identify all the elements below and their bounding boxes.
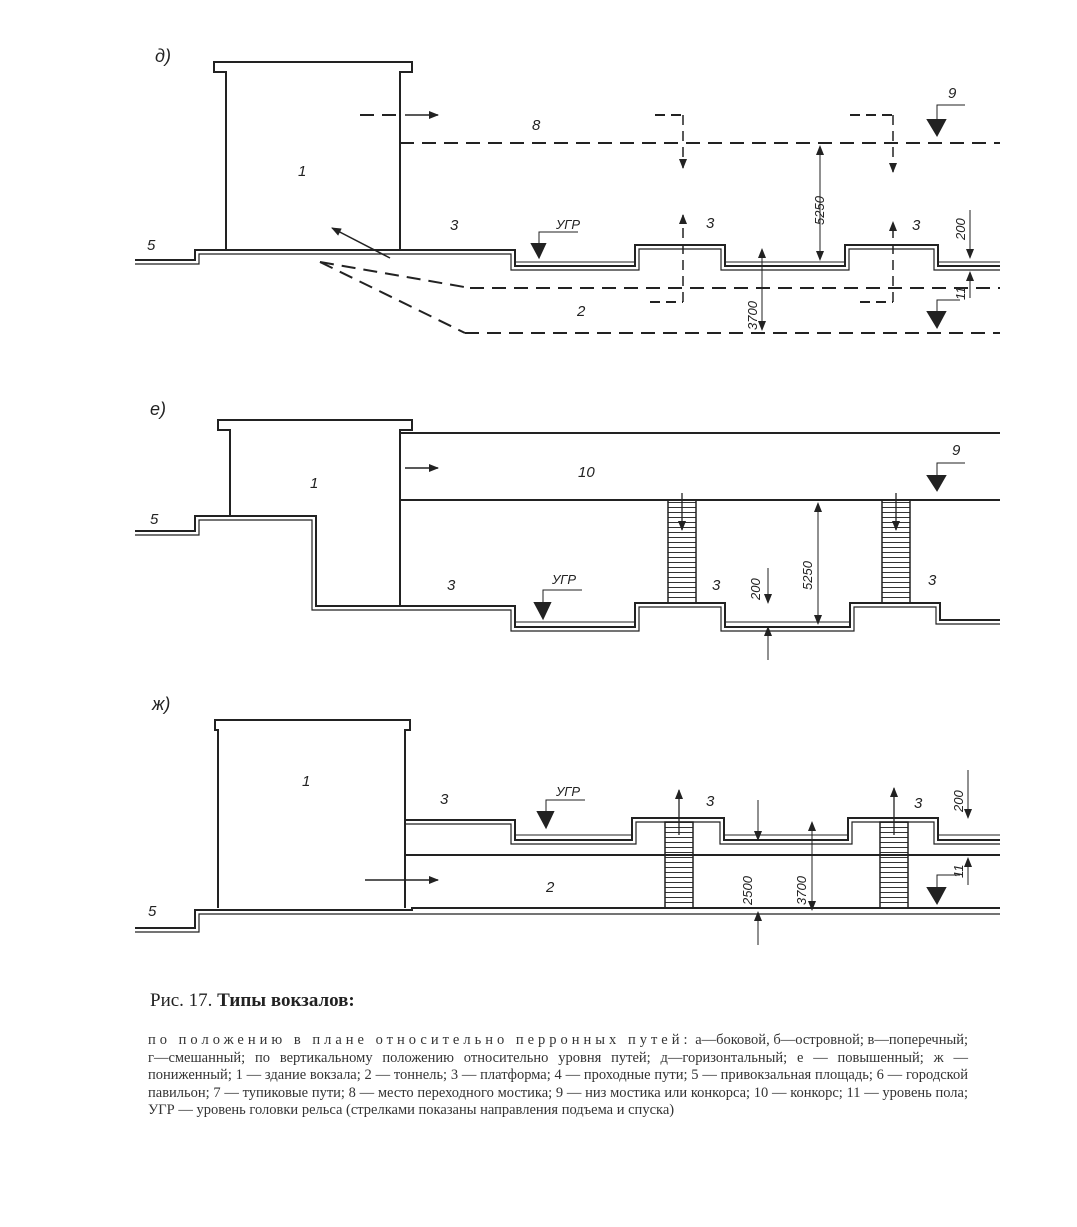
dim-5250-e: 5250 <box>800 560 815 590</box>
panel-zh: ж) <box>135 694 1000 945</box>
label-platform-e-2: 3 <box>712 577 721 594</box>
station-building-zh <box>214 719 411 908</box>
dim-200-d: 200 <box>953 218 968 241</box>
label-level-11-d: 11 <box>953 287 968 301</box>
label-platform-zh-1: 3 <box>440 791 449 808</box>
label-platform-zh-2: 3 <box>706 793 715 810</box>
stair-zh-2 <box>879 821 909 909</box>
platform-profile-zh <box>405 817 1000 841</box>
label-ugr-zh: УГР <box>555 784 580 799</box>
level-9-mark-d <box>926 119 947 138</box>
label-building-zh: 1 <box>302 773 310 790</box>
label-concourse-e: 10 <box>578 464 595 481</box>
label-ugr-d: УГР <box>555 217 580 232</box>
label-platform-d-1: 3 <box>450 217 459 234</box>
dim-5250-d: 5250 <box>812 195 827 225</box>
label-level-11-zh: 11 <box>951 865 966 879</box>
label-platform-d-3: 3 <box>912 217 921 234</box>
label-platform-e-3: 3 <box>928 572 937 589</box>
station-building-e <box>217 419 413 606</box>
label-square-d: 5 <box>147 237 156 254</box>
figure-caption-body: по положению в плане относительно перрон… <box>148 1032 968 1120</box>
ugr-mark-e <box>533 602 552 621</box>
caption-legend: а—боковой, б—островной; в—поперечный; г—… <box>148 1032 969 1118</box>
caption-line-1: по положению в плане относительно перрон… <box>148 1032 692 1048</box>
label-platform-e-1: 3 <box>447 577 456 594</box>
dim-2500-zh: 2500 <box>740 875 755 906</box>
label-level-9-e: 9 <box>952 442 961 459</box>
panel-label-zh: ж) <box>151 694 170 714</box>
panel-label-e: е) <box>150 399 166 419</box>
figure-caption-title: Рис. 17. Типы вокзалов: <box>150 990 355 1012</box>
label-tunnel-d: 2 <box>576 303 586 320</box>
ground-profile-zh <box>135 907 1000 929</box>
dim-3700-zh: 3700 <box>794 875 809 905</box>
label-bridge-d: 8 <box>532 117 541 134</box>
figure-title: Типы вокзалов: <box>217 990 355 1011</box>
label-platform-d-2: 3 <box>706 215 715 232</box>
label-platform-zh-3: 3 <box>914 795 923 812</box>
label-ugr-e: УГР <box>551 572 576 587</box>
station-building-d <box>213 61 413 250</box>
ground-profile-d <box>135 244 1000 267</box>
ugr-mark-zh <box>536 811 555 830</box>
dim-200-zh: 200 <box>951 790 966 813</box>
panel-e: е) <box>135 399 1000 660</box>
panel-label-d: д) <box>155 46 171 66</box>
station-types-diagram: д) <box>135 46 1000 945</box>
label-tunnel-zh: 2 <box>545 879 555 896</box>
label-building-e: 1 <box>310 475 318 492</box>
figure-number: Рис. 17. <box>150 990 218 1011</box>
dim-200-e: 200 <box>748 578 763 601</box>
label-square-zh: 5 <box>148 903 157 920</box>
label-building-d: 1 <box>298 163 306 180</box>
label-square-e: 5 <box>150 511 159 528</box>
panel-d: д) <box>135 46 1000 334</box>
ugr-mark-d <box>530 243 547 260</box>
label-level-9-d: 9 <box>948 85 957 102</box>
dim-3700-d: 3700 <box>745 300 760 330</box>
